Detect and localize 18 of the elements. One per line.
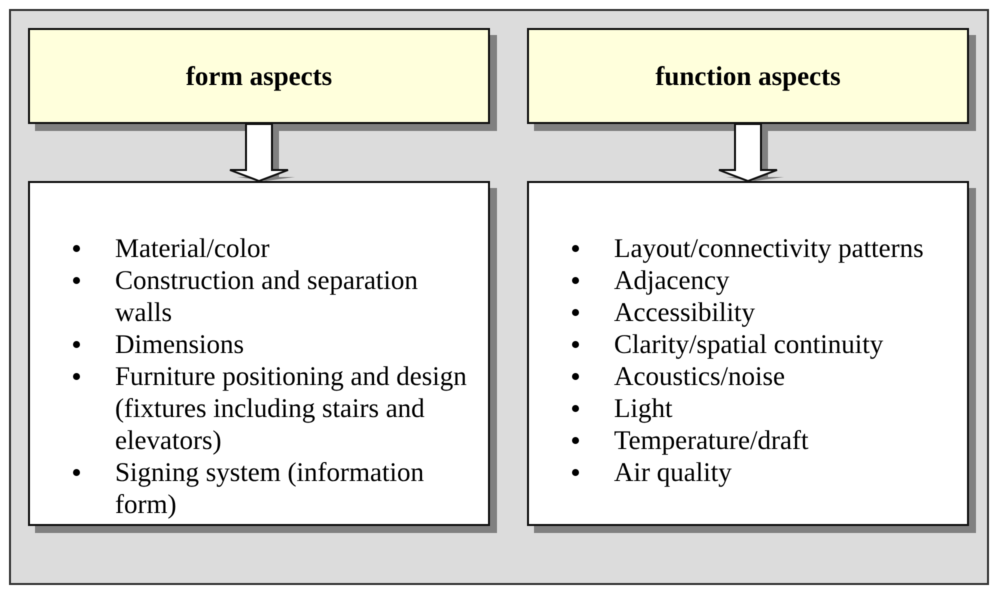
list-item: Construction and separation walls [115,264,419,328]
list-item: Air quality [614,456,733,488]
list-item: Clarity/spatial continuity [614,328,884,360]
list-item: Signing system (information form) [115,456,425,520]
list-item: Furniture positioning and design (fixtures including stairs and elevators) [115,360,468,456]
list-item: Light [614,392,674,424]
list-item: Layout/connectivity patterns [614,232,925,264]
list-item: Accessibility [614,296,756,328]
list-item: Dimensions [115,328,246,360]
list-item: Adjacency [614,264,730,296]
block-arrow [718,123,784,182]
list-item: Temperature/draft [614,424,810,456]
heading-text: function aspects [655,60,841,92]
panel-background [9,9,989,585]
block-arrow [229,123,295,182]
list-item: Material/color [115,232,270,264]
list-item: Acoustics/noise [614,360,786,392]
heading-text: form aspects [186,60,332,92]
